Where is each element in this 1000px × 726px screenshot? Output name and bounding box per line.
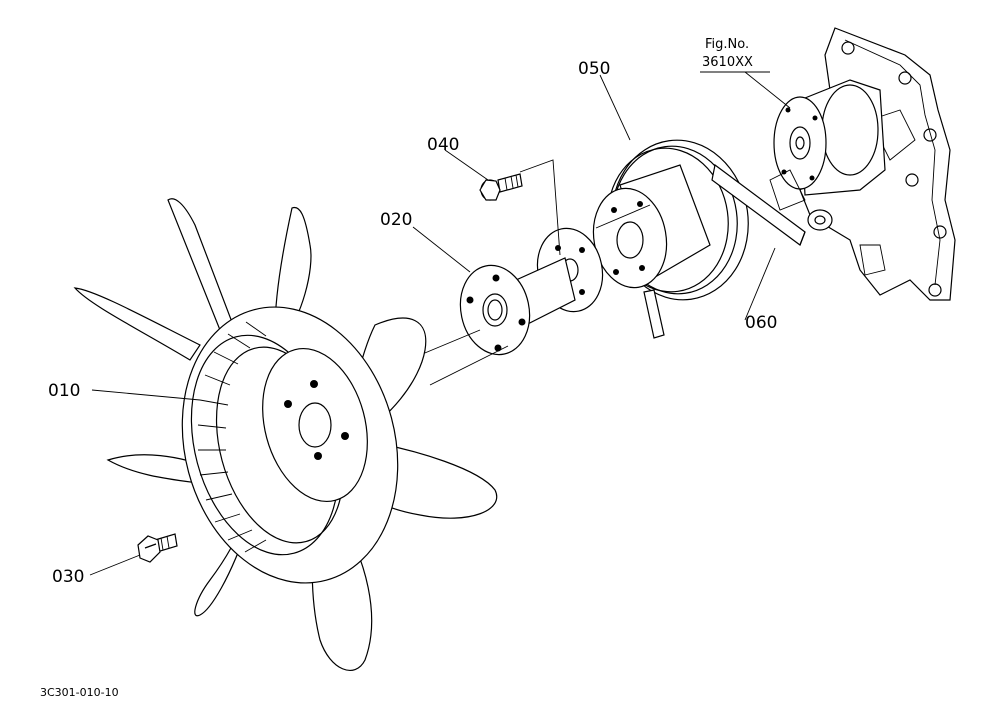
fig-ref-line1: Fig.No.	[705, 37, 749, 52]
leader-lines	[89, 71, 791, 576]
pulley	[592, 139, 749, 339]
drawing-code: 3C301-010-10	[40, 686, 119, 699]
part-label-040[interactable]: 040	[427, 135, 459, 155]
cooling-fan	[73, 198, 498, 671]
v-belt	[711, 163, 806, 246]
part-label-050[interactable]: 050	[578, 59, 610, 79]
part-label-030[interactable]: 030	[52, 567, 84, 587]
water-pump-housing	[769, 27, 956, 301]
spacer	[419, 159, 651, 386]
bolt-030	[137, 533, 178, 563]
part-label-010[interactable]: 010	[48, 381, 80, 401]
part-label-060[interactable]: 060	[745, 313, 777, 333]
bolt-040	[479, 173, 523, 201]
part-label-020[interactable]: 020	[380, 210, 412, 230]
fig-ref-line2: 3610XX	[702, 55, 753, 70]
